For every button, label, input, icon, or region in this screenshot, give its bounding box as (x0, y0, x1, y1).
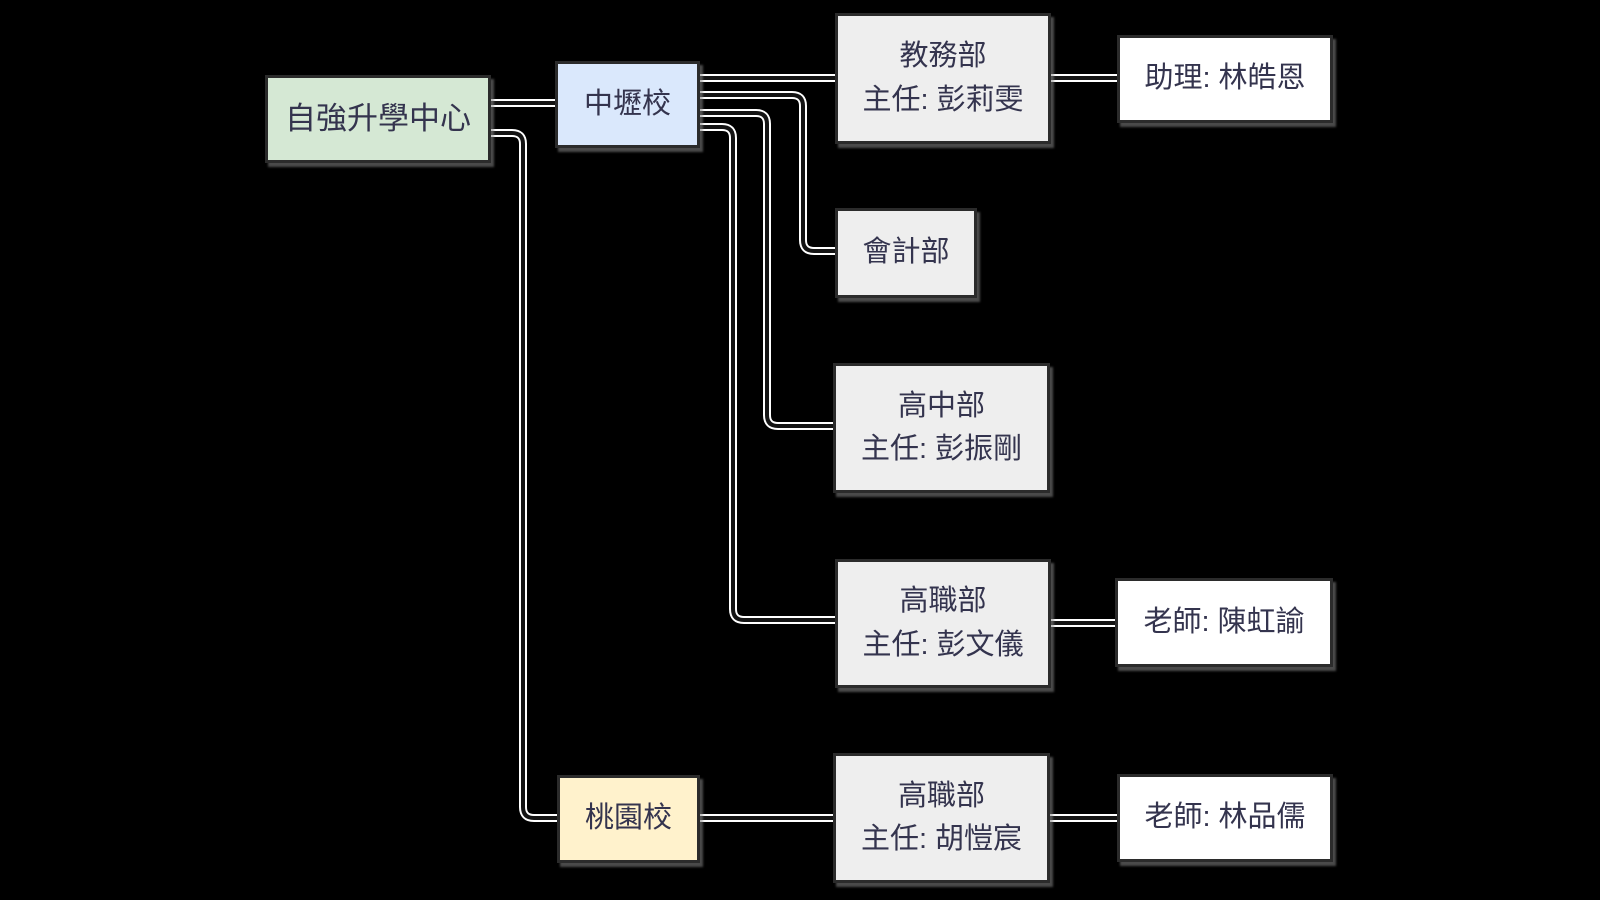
node-label: 老師: 陳虹諭 (1143, 605, 1305, 638)
node-label-line1: 高職部 (897, 779, 985, 812)
node-label: 老師: 林品儒 (1144, 801, 1306, 834)
node-label-line2: 主任: 彭振剛 (860, 433, 1023, 465)
node-academic-affairs-dept: 教務部 主任: 彭莉雯 (835, 13, 1051, 144)
node-vocational-dept-taoyuan: 高職部 主任: 胡愷宸 (833, 753, 1050, 883)
node-vocational-dept-zhongli: 高職部 主任: 彭文儀 (835, 559, 1051, 688)
edge-zhongli-to-senior-high-dept (700, 109, 835, 430)
node-label-line1: 高職部 (899, 585, 987, 617)
edge-zhongli-to-vocational-dept (700, 123, 835, 624)
node-accounting-dept: 會計部 (835, 208, 977, 298)
node-label: 會計部 (862, 236, 950, 269)
node-zhongli-campus: 中壢校 (555, 61, 700, 148)
node-assistant-lin-hao-en: 助理: 林皓恩 (1117, 35, 1333, 123)
node-label-line1: 高中部 (897, 389, 985, 422)
edge-root-to-taoyuan-campus (491, 129, 557, 822)
node-label: 自強升學中心 (285, 100, 471, 136)
node-taoyuan-campus: 桃園校 (557, 775, 700, 863)
node-senior-high-dept: 高中部 主任: 彭振剛 (833, 363, 1050, 493)
node-label: 桃園校 (584, 802, 672, 835)
node-label: 中壢校 (583, 87, 671, 120)
node-label-line2: 主任: 彭文儀 (862, 628, 1024, 661)
node-teacher-lin-pin-ru: 老師: 林品儒 (1117, 774, 1333, 862)
node-tutoring-center-root: 自強升學中心 (265, 75, 491, 163)
node-label: 助理: 林皓恩 (1144, 62, 1306, 95)
node-teacher-chen-hong-yu: 老師: 陳虹諭 (1115, 578, 1333, 667)
node-label-line2: 主任: 彭莉雯 (862, 83, 1024, 116)
node-label-line1: 教務部 (899, 40, 987, 72)
node-label-line2: 主任: 胡愷宸 (860, 823, 1023, 855)
edge-zhongli-to-accounting-dept (700, 91, 835, 255)
